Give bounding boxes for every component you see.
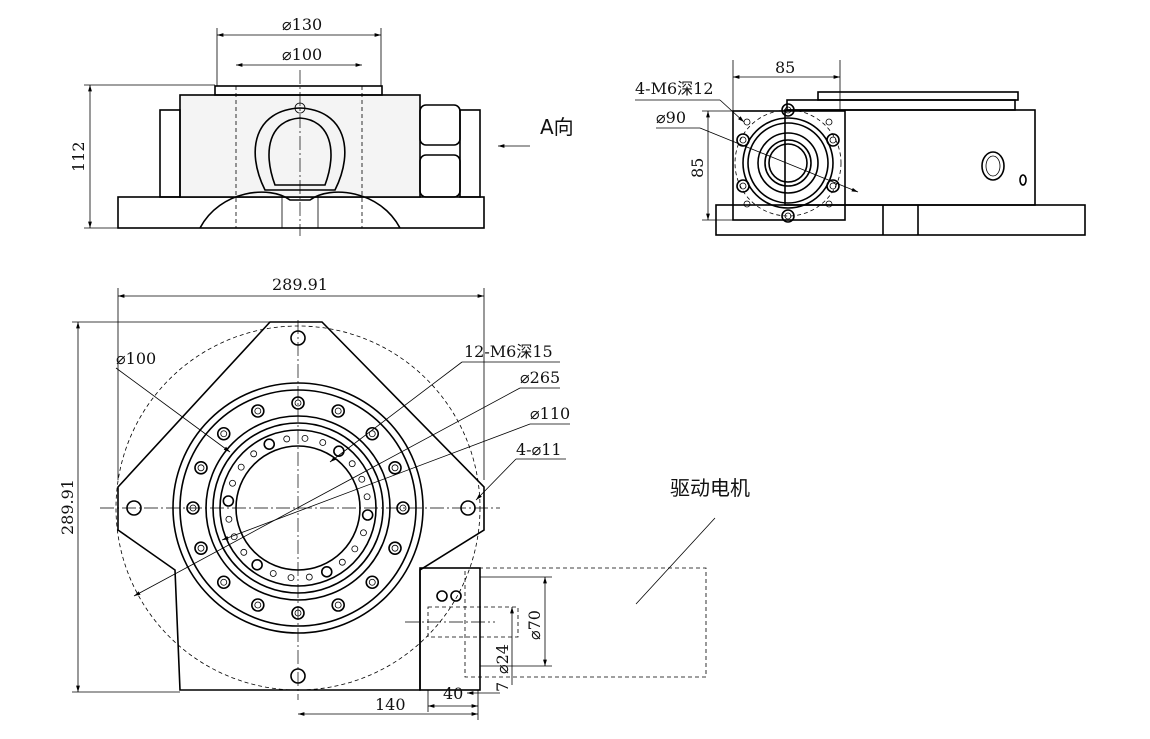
bolt-hole-inner [220, 578, 228, 586]
small-hole [338, 558, 346, 566]
motor-flange [732, 110, 846, 221]
small-hole [251, 559, 263, 571]
small-hole [263, 438, 276, 450]
flange-bolt-inner [829, 182, 837, 190]
bolt-hole [194, 541, 208, 555]
dim-dia-110: ⌀110 [530, 404, 570, 423]
flange-bolt [826, 133, 840, 147]
dim-height-85: 85 [688, 158, 707, 178]
flange-bolt-inner [739, 136, 747, 144]
small-hole [237, 463, 245, 471]
bolt-hole [365, 575, 380, 590]
bolt-hole [251, 598, 265, 612]
small-hole [229, 479, 236, 487]
flange-bolt [781, 103, 795, 117]
base-plate [117, 196, 485, 229]
flange-bolt-inner [829, 136, 837, 144]
bolt-hole [251, 404, 265, 418]
dim-dia-265: ⌀265 [520, 368, 560, 387]
flange-bolt-inner [739, 182, 747, 190]
plan-view: 驱动电机 289.91 289.91 ⌀100 12-M6深15 ⌀265 ⌀1… [58, 275, 750, 720]
dim-height-289-91: 289.91 [58, 479, 77, 535]
dim-dia-90: ⌀90 [656, 108, 686, 127]
label-12-m6-depth-15: 12-M6深15 [464, 342, 553, 361]
bolt-hole-inner [197, 544, 205, 552]
flange-bolt [826, 179, 840, 193]
bolt-hole-inner [254, 407, 262, 415]
flange-bolt [736, 179, 750, 193]
dim-dia-24: ⌀24 [493, 644, 512, 674]
small-hole [319, 439, 327, 446]
bolt-hole-inner [254, 601, 262, 609]
side-view: 85 85 4-M6深12 ⌀90 [635, 58, 1086, 236]
small-hole [320, 566, 333, 578]
small-hole [269, 570, 277, 577]
dim-140: 140 [375, 695, 406, 714]
front-view: ⌀130 ⌀100 112 A向 [69, 15, 574, 236]
small-hole [225, 515, 233, 523]
label-4-dia-11: 4-⌀11 [516, 440, 562, 459]
bolt-hole [216, 426, 231, 441]
bolt-hole-inner [391, 544, 399, 552]
small-hole [250, 450, 258, 458]
bolt-hole-inner [391, 464, 399, 472]
small-hole [348, 460, 356, 468]
small-hole [363, 493, 371, 501]
flange-bolt [736, 133, 750, 147]
motor-outline [464, 567, 707, 678]
small-hole [301, 434, 309, 442]
dim-40: 40 [443, 684, 463, 703]
small-hole [351, 545, 359, 553]
bolt-hole [216, 575, 231, 590]
m6-hole [825, 200, 833, 208]
dim-7: 7 [493, 682, 512, 692]
dim-height-112: 112 [69, 141, 88, 172]
small-hole [222, 495, 235, 507]
dim-dia-70: ⌀70 [525, 610, 544, 640]
small-hole [360, 529, 367, 537]
bolt-hole [331, 404, 345, 418]
bolt-hole [194, 461, 208, 475]
m6-hole [743, 200, 751, 208]
motor-label: 驱动电机 [670, 476, 750, 500]
bolt-hole [388, 461, 402, 475]
dim-dia-100: ⌀100 [282, 45, 322, 64]
small-hole [361, 509, 374, 521]
small-hole [305, 573, 313, 581]
bolt-hole [365, 426, 380, 441]
bolt-hole-inner [197, 464, 205, 472]
bolt-hole-inner [334, 601, 342, 609]
small-hole [333, 445, 345, 457]
bolt-hole [388, 541, 402, 555]
dim-width-85: 85 [775, 58, 795, 77]
m6-hole [825, 118, 833, 126]
dim-width-289-91: 289.91 [272, 275, 328, 294]
small-hole [287, 574, 295, 582]
flange-bolt-inner [784, 212, 792, 220]
m6-hole [743, 118, 751, 126]
top-flange [214, 85, 383, 96]
bolt-hole-inner [368, 430, 376, 438]
bolt-hole-inner [220, 430, 228, 438]
motor-mount [419, 567, 481, 691]
view-arrow-label: A向 [540, 115, 574, 139]
bolt-hole-inner [368, 578, 376, 586]
label-4-m6-depth-12: 4-M6深12 [635, 79, 714, 98]
bolt-hole-inner [334, 407, 342, 415]
flange-bolt [781, 209, 795, 223]
dim-dia-100: ⌀100 [116, 349, 156, 368]
flange-bolt-inner [784, 106, 792, 114]
small-hole [240, 548, 248, 556]
small-hole [358, 475, 366, 483]
dim-dia-130: ⌀130 [282, 15, 322, 34]
small-hole [283, 435, 291, 443]
bolt-hole [331, 598, 345, 612]
